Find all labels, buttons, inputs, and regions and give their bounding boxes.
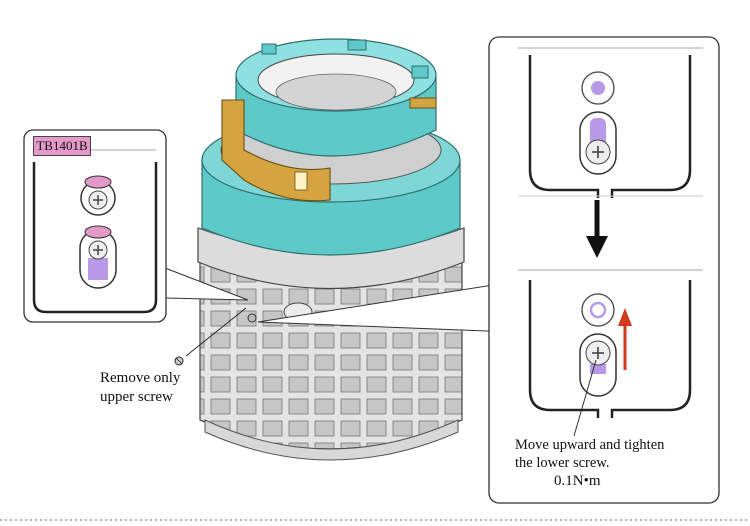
move-upward-line2: the lower screw. <box>515 455 610 471</box>
torque-value: 0.1N•m <box>554 473 601 489</box>
removed-screw <box>174 307 247 366</box>
left-callout-wedge <box>164 267 249 301</box>
left-detail-box <box>23 129 167 323</box>
right-detail-box <box>488 36 720 504</box>
remove-screw-line2: upper screw <box>100 389 173 405</box>
move-upward-line1: Move upward and tighten <box>515 437 665 453</box>
before-panel <box>518 47 703 198</box>
move-upward-label: Move upward and tighten the lower screw. <box>515 436 664 472</box>
right-callout-wedge <box>257 281 513 333</box>
after-panel <box>518 269 703 437</box>
up-arrow-icon <box>618 308 632 370</box>
lens-barrel <box>197 38 465 461</box>
remove-screw-line1: Remove only <box>100 370 181 386</box>
down-arrow-icon <box>586 200 608 258</box>
part-tag: TB1401B <box>33 136 91 156</box>
remove-screw-label: Remove only upper screw <box>100 369 180 407</box>
